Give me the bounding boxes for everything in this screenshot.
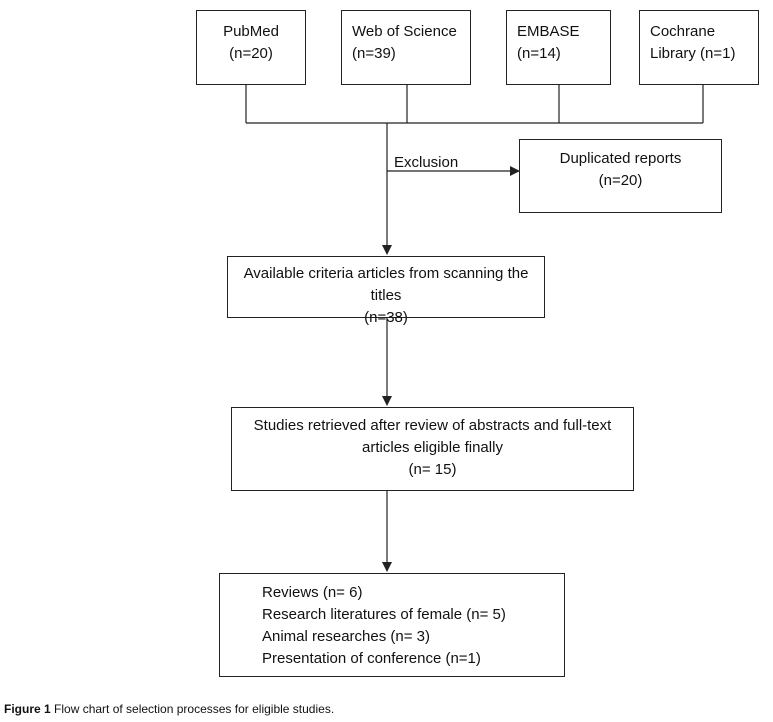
figure-caption-text: Flow chart of selection processes for el… bbox=[50, 702, 335, 716]
source-name: PubMed bbox=[223, 23, 279, 40]
screening-box: Available criteria articles from scannin… bbox=[227, 256, 545, 326]
screening-count: (n=38) bbox=[364, 309, 408, 326]
duplicated-title: Duplicated reports bbox=[559, 150, 682, 167]
exclusion-label: Exclusion bbox=[394, 154, 459, 171]
eligible-line-2: articles eligible finally bbox=[362, 439, 503, 456]
breakdown-item: Research literatures of female (n= 5) bbox=[262, 606, 506, 623]
source-box-embase: EMBASE (n=14) bbox=[506, 10, 611, 85]
source-count: (n=20) bbox=[229, 45, 273, 62]
source-name: Cochrane bbox=[650, 23, 716, 40]
breakdown-item: Presentation of conference (n=1) bbox=[262, 650, 481, 667]
eligible-count: (n= 15) bbox=[408, 461, 457, 478]
eligible-line-1: Studies retrieved after review of abstra… bbox=[253, 417, 612, 434]
source-name: Web of Science bbox=[352, 23, 457, 40]
screening-title: Available criteria articles from scannin… bbox=[243, 265, 529, 304]
source-count: (n=14) bbox=[517, 45, 561, 62]
breakdown-item: Reviews (n= 6) bbox=[262, 584, 363, 601]
breakdown-item: Animal researches (n= 3) bbox=[262, 628, 430, 645]
source-box-pubmed: PubMed (n=20) bbox=[196, 10, 306, 85]
source-box-cochrane: Cochrane Library (n=1) bbox=[639, 10, 759, 85]
source-box-web-of-science: Web of Science (n=39) bbox=[341, 10, 471, 85]
source-count: Library (n=1) bbox=[650, 45, 736, 62]
figure-caption: Figure 1 Flow chart of selection process… bbox=[4, 702, 334, 716]
duplicated-reports-box: Duplicated reports (n=20) bbox=[519, 139, 722, 213]
source-count: (n=39) bbox=[352, 45, 396, 62]
breakdown-box: Reviews (n= 6) Research literatures of f… bbox=[219, 573, 565, 677]
source-name: EMBASE bbox=[517, 23, 580, 40]
figure-label: Figure 1 bbox=[4, 702, 51, 716]
duplicated-count: (n=20) bbox=[598, 172, 643, 189]
eligible-box: Studies retrieved after review of abstra… bbox=[231, 407, 634, 491]
